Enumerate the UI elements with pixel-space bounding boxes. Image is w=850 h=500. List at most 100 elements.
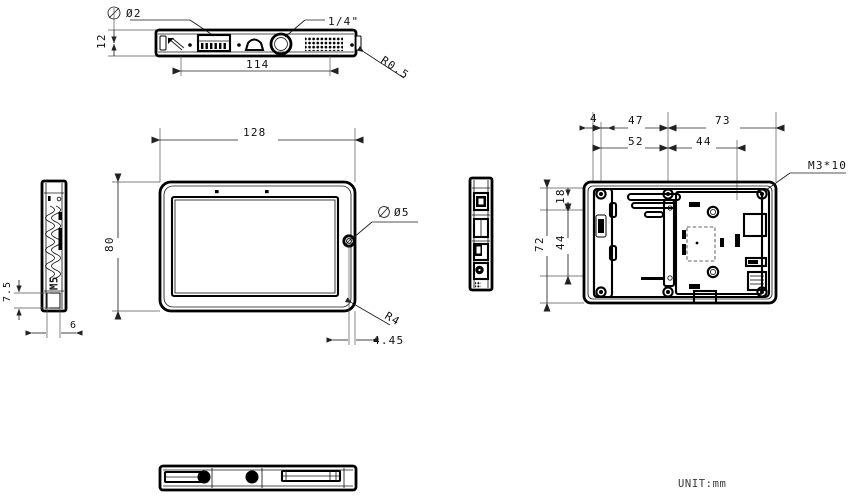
ethernet-connector bbox=[742, 212, 768, 238]
bracket-slot-fill bbox=[598, 219, 604, 233]
connector-port bbox=[196, 33, 232, 53]
port-inner bbox=[475, 245, 482, 255]
pcb-component bbox=[720, 238, 724, 247]
pcb-component bbox=[689, 284, 700, 289]
bottom-button bbox=[245, 470, 259, 484]
rear-vent-slot bbox=[626, 192, 682, 202]
screw-hole bbox=[666, 290, 670, 294]
soc-shield-outline bbox=[686, 226, 716, 262]
connector-fill bbox=[748, 260, 758, 264]
rear-outer-shell bbox=[582, 180, 778, 305]
hole-slash bbox=[343, 235, 355, 247]
screen-bezel bbox=[170, 195, 340, 298]
rail-hole bbox=[667, 205, 673, 211]
left-side-outline bbox=[40, 179, 68, 313]
pin-dot bbox=[188, 43, 192, 47]
screw-hole bbox=[599, 290, 603, 294]
left-mic-slot bbox=[159, 35, 167, 51]
dim-label-r4: R4 bbox=[383, 309, 403, 328]
leader-line bbox=[189, 19, 215, 37]
speaker-grille bbox=[305, 37, 343, 51]
right-side-outline bbox=[468, 176, 494, 292]
bracket-tab bbox=[608, 244, 618, 262]
detail-line bbox=[171, 37, 185, 49]
bottom-connector bbox=[692, 289, 718, 305]
io-connector bbox=[746, 270, 768, 292]
front-shell-inner-edge bbox=[163, 185, 352, 308]
rear-vent-slot-small bbox=[641, 277, 663, 280]
view-bottom-edge bbox=[158, 464, 358, 492]
bottom-edge-outline bbox=[158, 464, 358, 492]
corner-screws bbox=[595, 188, 768, 298]
pcb-mount-screw-inner bbox=[709, 208, 717, 216]
screw-boss bbox=[595, 188, 607, 200]
rail-hole bbox=[667, 275, 673, 281]
sensor-dot bbox=[215, 190, 219, 194]
pcb-board bbox=[674, 190, 764, 296]
pcb-mount-screw-inner bbox=[709, 268, 717, 276]
right-side-port-usb bbox=[472, 191, 490, 212]
dim-label-72: 72 bbox=[533, 236, 546, 252]
unit-note: UNIT:mm bbox=[678, 478, 726, 490]
tripod-thread-hole bbox=[269, 32, 293, 56]
pcb-mount-screw bbox=[706, 265, 720, 279]
dim-label-quarter-inch: 1/4" bbox=[328, 15, 359, 28]
view-left-side: M5 bbox=[14, 179, 83, 338]
rear-shell-inner-edge bbox=[587, 185, 773, 300]
dim-label-12: 12 bbox=[95, 33, 108, 49]
right-side-vents bbox=[475, 281, 481, 288]
dim-label-m3x10: M3*10 bbox=[808, 159, 847, 172]
leader-line bbox=[344, 297, 391, 326]
io-pin-rows bbox=[750, 275, 764, 285]
leader-line bbox=[356, 46, 405, 79]
leader-line bbox=[352, 221, 373, 239]
diameter-slash bbox=[379, 206, 389, 218]
front-outer-shell bbox=[158, 180, 357, 313]
camera-dot bbox=[265, 190, 269, 194]
dim-label-dia5: Ø5 bbox=[394, 206, 410, 219]
dim-label-18: 18 bbox=[554, 188, 567, 204]
right-end-notch bbox=[355, 35, 362, 51]
dim-label-445: 4.45 bbox=[373, 334, 404, 347]
view-front bbox=[112, 128, 418, 345]
dim-label-44-h: 44 bbox=[696, 135, 712, 148]
pcb-edge-rail bbox=[662, 198, 676, 288]
left-side-legend-text: M5 bbox=[49, 276, 61, 290]
leader-line bbox=[765, 172, 791, 191]
usb-connector bbox=[744, 256, 768, 268]
diameter-symbol-circle bbox=[378, 206, 390, 218]
pcb-via bbox=[695, 241, 699, 245]
rear-vent-slot bbox=[643, 210, 665, 219]
connector-pins bbox=[201, 43, 226, 49]
pcb-component bbox=[689, 202, 700, 207]
screen-active-area bbox=[174, 199, 336, 294]
detail-fill bbox=[168, 38, 174, 44]
dim-label-r05: R0.5 bbox=[378, 54, 411, 82]
dim-label-128: 128 bbox=[243, 126, 266, 139]
power-jack-inner bbox=[477, 267, 482, 273]
bottom-button bbox=[197, 470, 211, 484]
screw-boss bbox=[662, 286, 674, 298]
dim-label-73: 73 bbox=[715, 114, 731, 127]
diameter-slash bbox=[108, 7, 120, 19]
bracket-tab bbox=[608, 201, 618, 219]
tripod-thread-inner bbox=[274, 37, 288, 51]
dim-label-dia2: Ø2 bbox=[126, 7, 142, 20]
view-rear bbox=[540, 112, 846, 312]
dim-label-44-v: 44 bbox=[554, 234, 567, 250]
diameter-symbol-circle bbox=[107, 6, 121, 20]
right-side-port-power bbox=[472, 261, 490, 281]
rear-inner-housing bbox=[592, 187, 771, 299]
pcb-mount-screw bbox=[706, 205, 720, 219]
pcb-component bbox=[682, 230, 686, 239]
legend-glyph-strip bbox=[45, 205, 55, 279]
pcb-component bbox=[682, 244, 686, 255]
legend-solid-bar bbox=[58, 212, 63, 220]
port-inner bbox=[477, 197, 485, 206]
dim-label-80: 80 bbox=[103, 236, 116, 252]
dim-label-4: 4 bbox=[590, 112, 598, 125]
dim-label-114: 114 bbox=[246, 58, 269, 71]
dome-port bbox=[244, 38, 265, 52]
